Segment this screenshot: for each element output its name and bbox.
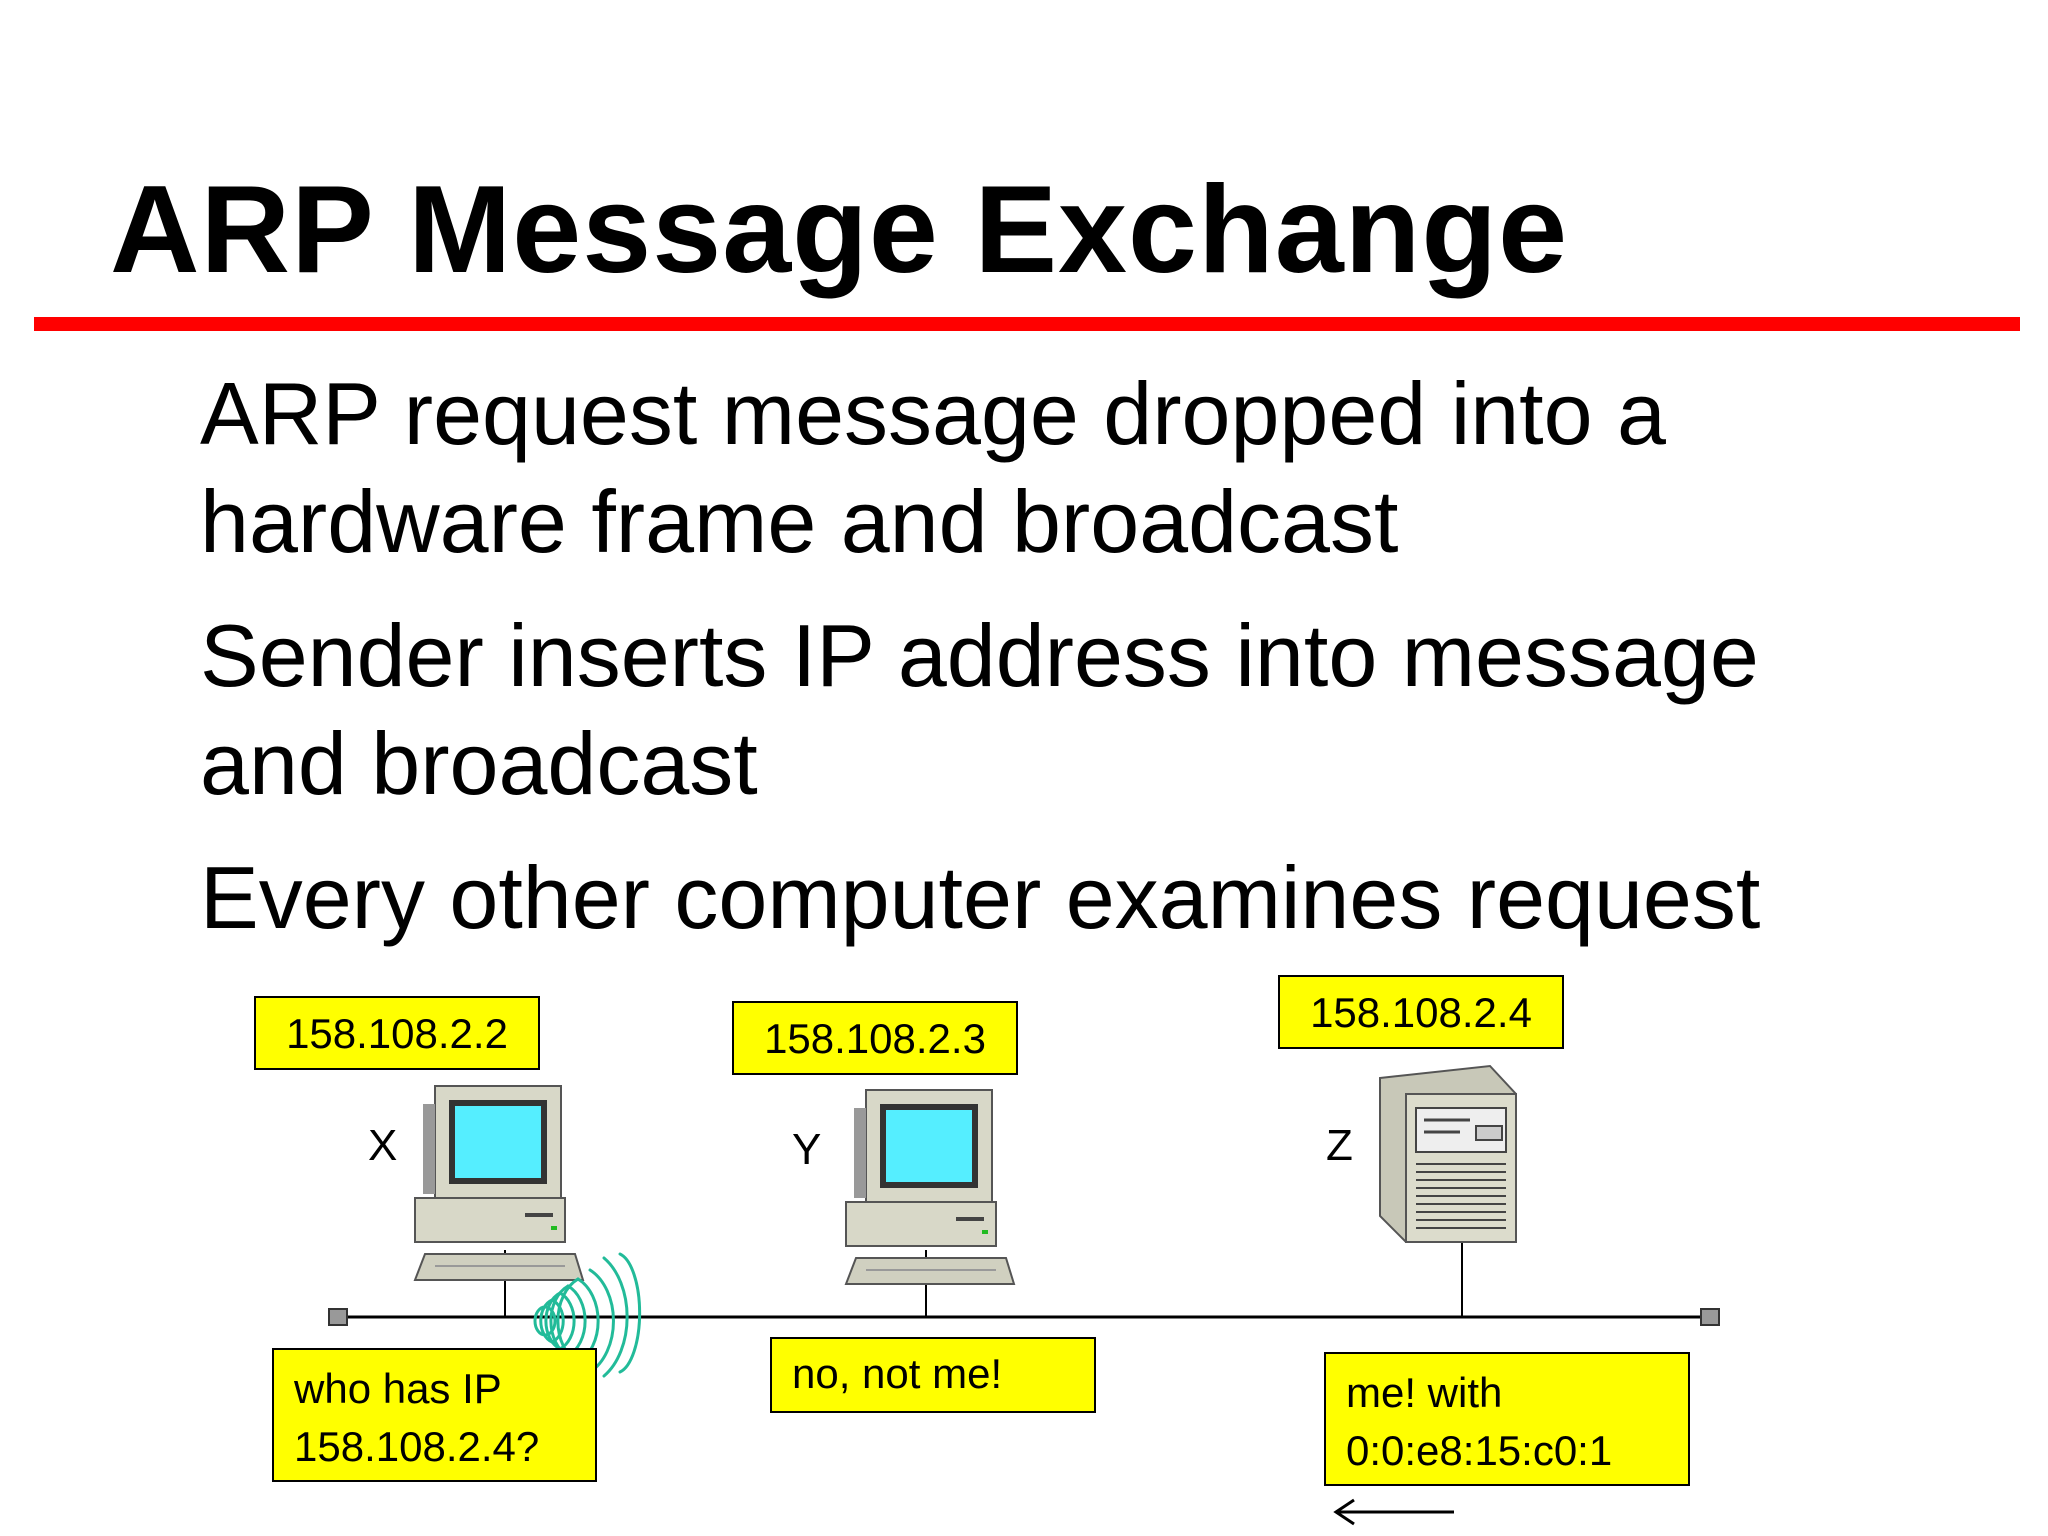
host-letter-z: Z bbox=[1326, 1121, 1353, 1170]
host-letter-x: X bbox=[368, 1121, 398, 1170]
server-tower-icon bbox=[1379, 1064, 1517, 1243]
bullet-2: Sender inserts IP address into message a… bbox=[200, 606, 1759, 813]
desktop-computer-icon bbox=[413, 1085, 585, 1281]
bullet-1: ARP request message dropped into a hardw… bbox=[200, 364, 1666, 571]
slide-title: ARP Message Exchange bbox=[110, 161, 1569, 299]
ip-label-x: 158.108.2.2 bbox=[254, 996, 540, 1070]
z-reply-label: me! with 0:0:e8:15:c0:1 bbox=[1324, 1352, 1690, 1486]
desktop-computer-icon bbox=[844, 1089, 1016, 1285]
bus-terminator-right bbox=[1700, 1308, 1720, 1326]
arp-request-label: who has IP 158.108.2.4? bbox=[272, 1348, 597, 1482]
ip-label-z: 158.108.2.4 bbox=[1278, 975, 1564, 1049]
ip-label-y: 158.108.2.3 bbox=[732, 1001, 1018, 1075]
bus-terminator-left bbox=[328, 1308, 348, 1326]
left-arrow-icon bbox=[1333, 1498, 1454, 1526]
title-underline bbox=[34, 317, 2020, 331]
bullet-3: Every other computer examines request bbox=[200, 848, 1761, 947]
y-reply-label: no, not me! bbox=[770, 1337, 1096, 1413]
host-letter-y: Y bbox=[792, 1125, 822, 1174]
